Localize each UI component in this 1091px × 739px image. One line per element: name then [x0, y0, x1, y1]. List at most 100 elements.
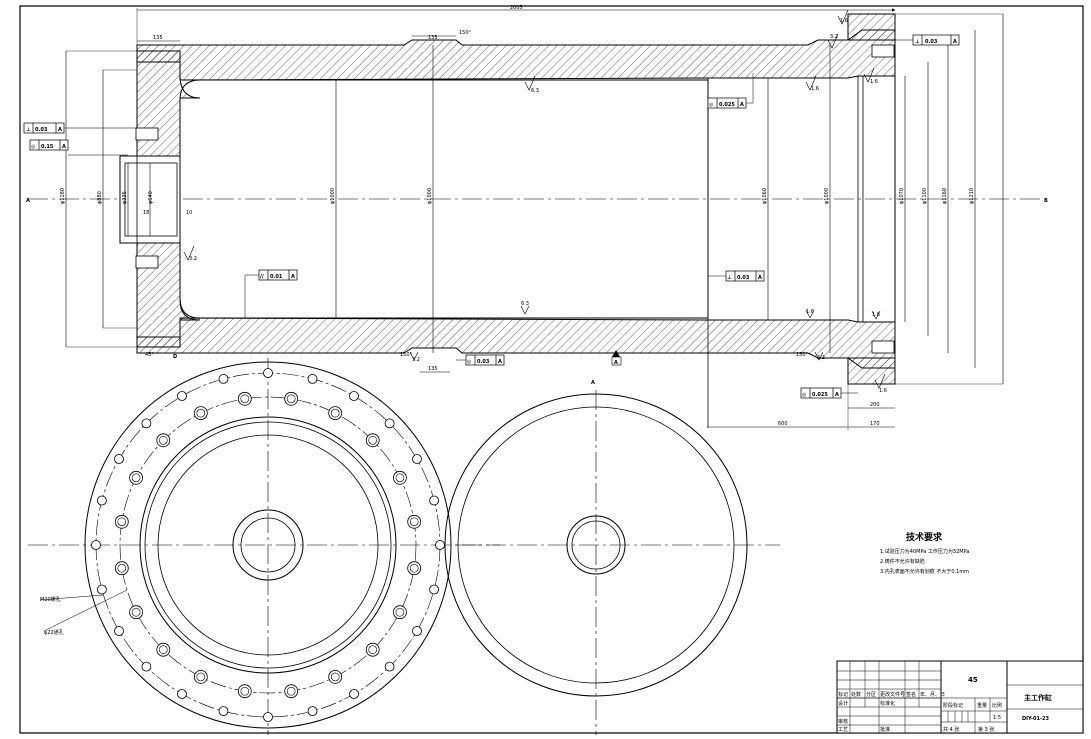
bolt-hole [365, 433, 380, 448]
drawing-border [19, 5, 1084, 734]
right-len-600-text: 600 [778, 421, 788, 427]
bolt-hole [177, 391, 187, 401]
hole-label-2: φ22通孔 [44, 629, 64, 636]
right-dia-3-text: φ1070 [899, 188, 905, 204]
svg-text://: // [260, 274, 264, 280]
tech-line-2: 2.铸件不允许有缺陷 [880, 558, 925, 565]
tb-person-0: 设计 [838, 700, 848, 707]
svg-text:A: A [835, 392, 839, 398]
bolt-hole [141, 418, 152, 429]
bolt-hole [284, 684, 299, 699]
bolt-hole [284, 391, 299, 406]
svg-text:◎: ◎ [802, 392, 807, 398]
bolt-hole [384, 661, 395, 672]
section-view [28, 8, 1040, 430]
fcf-conc-right-mid: ◎ 0.025 A [707, 73, 754, 109]
right-end-view [444, 390, 780, 735]
dim-18-text: 18 [143, 210, 149, 216]
right-dia-2-text: φ1000 [824, 188, 830, 204]
mid-dia-2-text: φ1000 [427, 188, 433, 204]
bolt-hole [349, 391, 359, 401]
dim-10-text: 10 [186, 210, 192, 216]
svg-text:0.025: 0.025 [719, 102, 735, 108]
bolt-hole-inner [395, 607, 405, 617]
bolt-hole [392, 605, 407, 620]
svg-text:0.03: 0.03 [477, 359, 490, 365]
svg-text:◎: ◎ [31, 144, 36, 150]
left-dia-1-text: φ1180 [60, 188, 66, 204]
groove-width-text: 135 [428, 35, 438, 41]
bolt-hole [97, 584, 107, 595]
bolt-hole [237, 684, 252, 699]
bolt-hole [384, 418, 395, 429]
right-dia-6-text: φ1210 [969, 188, 975, 204]
svg-text:0.03: 0.03 [35, 127, 48, 133]
top-wall [136, 29, 896, 81]
tb-sheet-no: 第 3 张 [978, 726, 994, 733]
svg-text:◎: ◎ [467, 359, 472, 365]
tb-row-label-2: 分区 [866, 691, 876, 698]
bolt-hole [365, 642, 380, 657]
bolt-hole-inner [240, 686, 250, 696]
bolt-hole-inner [395, 473, 405, 483]
section-dimension-texts: 2005 135 135 150° 18 10 135 600 170 200 … [26, 5, 1048, 427]
bolt-hole [156, 433, 171, 448]
mid-dia-1-text: φ1000 [330, 188, 336, 204]
right-dia-1-text: φ1060 [762, 188, 768, 204]
roughness-1: 6.3 [531, 88, 539, 94]
bolt-hole [429, 495, 440, 506]
bolt-hole [193, 406, 208, 421]
tb-row-label-1: 处数 [851, 691, 861, 698]
tb-row-label-3: 更改文件号 [880, 691, 905, 698]
bolt-hole-inner [368, 435, 378, 445]
bolt-hole [114, 561, 129, 576]
bolt-hole-inner [330, 408, 340, 418]
title-block: 45 主工作缸 DIY-01-23 阶段标记 重量 比例 1:5 共 4 张 第… [836, 660, 1084, 734]
tb-drawing-no: DIY-01-23 [1022, 716, 1049, 722]
tb-sheet-total: 共 4 张 [943, 726, 959, 733]
bolt-hole [349, 689, 359, 699]
fcf-conc-left: ◎ 0.15 A [29, 139, 128, 156]
bolt-hole [328, 670, 343, 684]
bolt-hole-inner [117, 563, 127, 573]
fcf-perp-right-mid: ⊥ 0.03 A [708, 270, 765, 282]
datum-a-label: A [614, 360, 618, 366]
bolt-hole [263, 712, 273, 722]
bolt-hole [218, 373, 229, 384]
tb-person-2: 审核 [838, 718, 848, 725]
tb-row-label-4: 签名 [906, 691, 916, 698]
svg-text:A: A [58, 127, 62, 133]
bolt-hole [392, 470, 407, 485]
bolt-hole-inner [117, 517, 127, 527]
bolt-hole-inner [409, 563, 419, 573]
svg-text:⊥: ⊥ [915, 39, 920, 45]
tb-person-4: 批准 [880, 726, 890, 733]
bolt-hole [156, 642, 171, 657]
fcf-conc-right-bottom: ◎ 0.025 A [800, 387, 858, 399]
tb-person-1: 标准化 [880, 700, 895, 707]
svg-text:A: A [740, 102, 744, 108]
roughness-12: 3.2 [817, 355, 825, 361]
tb-scale: 1:5 [993, 715, 1001, 721]
roughness-6: 6.3 [521, 301, 529, 307]
tb-row-label-5: 年、月、日 [920, 691, 945, 698]
tb-stage-label: 阶段标记 [943, 702, 963, 709]
fcf-perp-right-top: ⊥ 0.03 A [895, 34, 960, 46]
right-dia-5-text: φ1160 [942, 188, 948, 204]
right-len-200-text: 200 [870, 402, 880, 408]
svg-text:⊥: ⊥ [727, 275, 732, 281]
view-label: D [173, 354, 177, 360]
tb-person-3: 工艺 [838, 727, 848, 733]
bolt-hole-inner [159, 435, 168, 445]
bolt-hole-inner [196, 672, 206, 682]
bolt-hole [263, 368, 273, 378]
bolt-hole [412, 454, 422, 464]
svg-text:A: A [62, 144, 66, 150]
roughness-7: 1.6 [806, 309, 814, 315]
right-len-170-text: 170 [870, 421, 880, 427]
bolt-hole [237, 391, 252, 406]
bolt-hole [193, 670, 208, 684]
bolt-hole [97, 495, 107, 506]
fcf-parallel-bore: // 0.01 A [244, 269, 298, 318]
bolt-hole-inner [240, 394, 250, 404]
